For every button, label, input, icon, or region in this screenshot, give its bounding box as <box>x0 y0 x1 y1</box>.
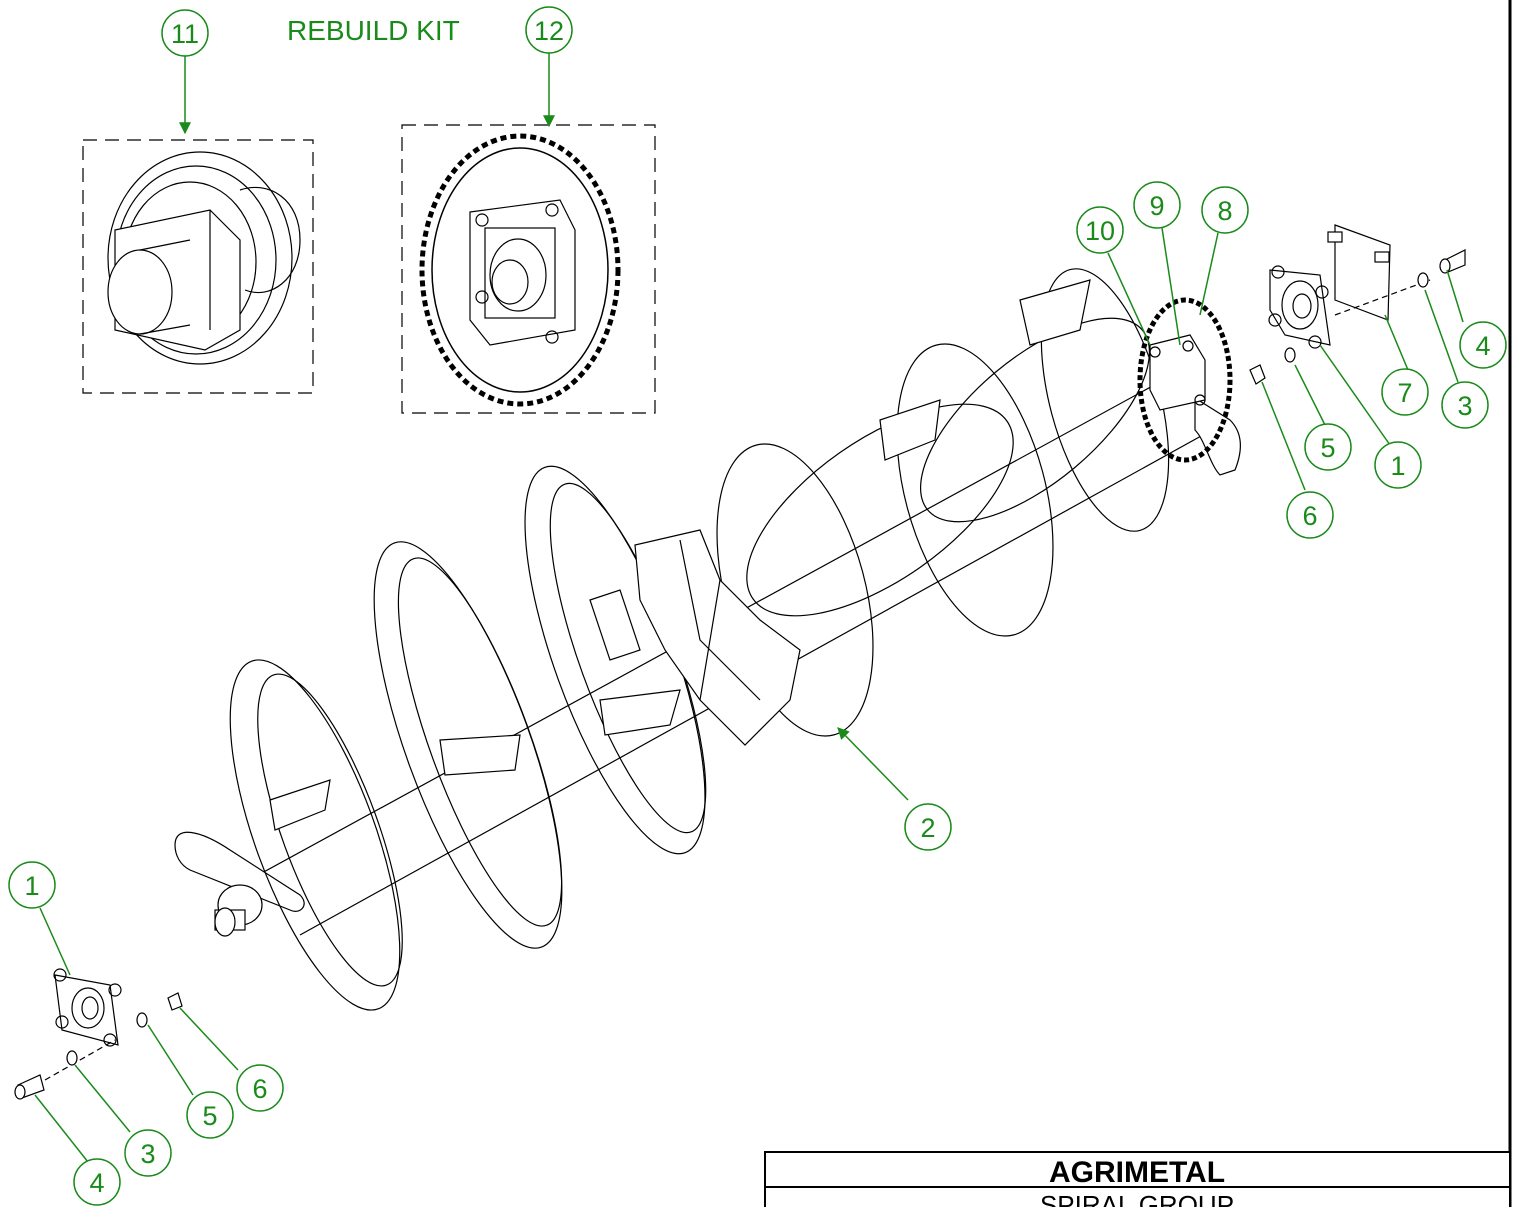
svg-text:12: 12 <box>534 16 564 46</box>
balloon-1-right: 1 <box>1374 441 1422 489</box>
svg-text:3: 3 <box>140 1139 155 1169</box>
svg-text:5: 5 <box>1320 433 1335 463</box>
svg-text:4: 4 <box>89 1168 104 1198</box>
balloon-5-right: 5 <box>1304 423 1352 471</box>
balloon-5-left: 5 <box>186 1091 234 1139</box>
callout-leaders <box>34 53 1464 1163</box>
svg-text:7: 7 <box>1397 378 1412 408</box>
balloon-11-top: 11 <box>161 9 209 57</box>
balloon-2: 2 <box>904 803 952 851</box>
balloon-3-left: 3 <box>124 1129 172 1177</box>
spiral-shaft-assembly <box>174 268 1242 1011</box>
rebuild-kit-label: REBUILD KIT <box>287 15 460 46</box>
svg-text:1: 1 <box>24 871 39 901</box>
svg-text:8: 8 <box>1217 196 1232 226</box>
balloon-12-top: 12 <box>525 6 573 54</box>
svg-text:3: 3 <box>1457 391 1472 421</box>
title-block-company: AGRIMETAL <box>1049 1156 1225 1189</box>
svg-text:1: 1 <box>1390 451 1405 481</box>
title-block-title: SPIRAL GROUP <box>1040 1190 1234 1207</box>
svg-text:11: 11 <box>171 19 199 49</box>
balloon-1-left: 1 <box>8 861 56 909</box>
balloon-4-right: 4 <box>1459 321 1507 369</box>
balloon-6-left: 6 <box>236 1064 284 1112</box>
balloon-6-right: 6 <box>1286 491 1334 539</box>
kit-box-bearing <box>82 139 314 394</box>
title-block: AGRIMETAL SPIRAL GROUP <box>764 1151 1511 1207</box>
svg-text:5: 5 <box>202 1101 217 1131</box>
svg-text:9: 9 <box>1149 191 1164 221</box>
svg-text:6: 6 <box>1302 501 1317 531</box>
balloon-10: 10 <box>1076 206 1124 254</box>
svg-text:10: 10 <box>1085 216 1115 246</box>
balloon-3-right: 3 <box>1441 381 1489 429</box>
balloon-9: 9 <box>1133 181 1181 229</box>
left-end-hardware <box>14 968 183 1100</box>
balloon-8: 8 <box>1201 186 1249 234</box>
svg-text:4: 4 <box>1475 331 1490 361</box>
balloon-4-left: 4 <box>73 1158 121 1206</box>
right-end-hardware <box>1249 224 1466 385</box>
svg-text:2: 2 <box>920 813 935 843</box>
kit-box-sprocket <box>401 124 656 414</box>
balloon-7: 7 <box>1381 368 1429 416</box>
svg-text:6: 6 <box>252 1074 267 1104</box>
